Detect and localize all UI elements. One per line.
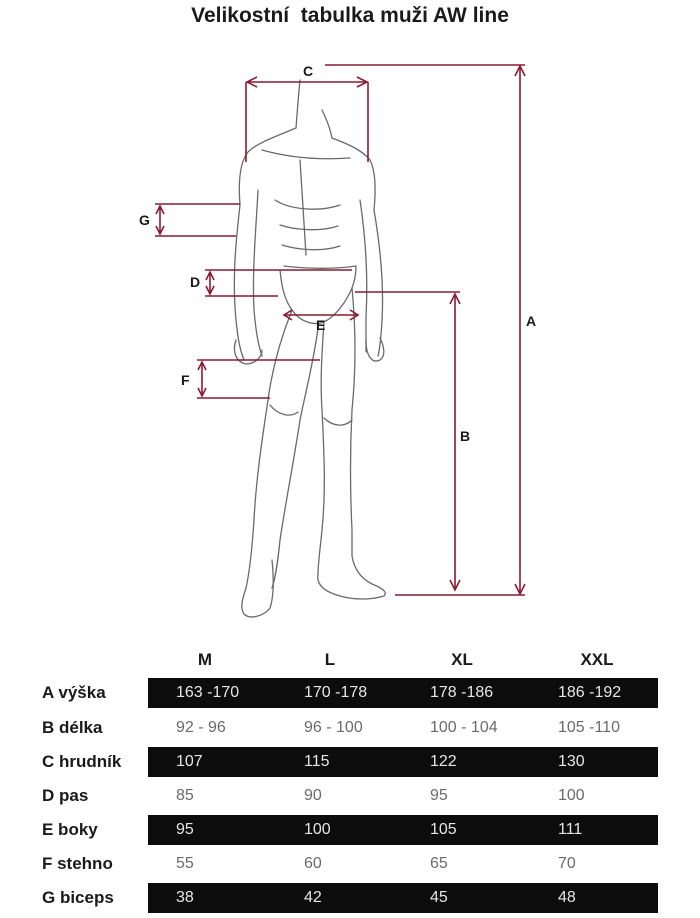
table-cell: 92 - 96 [176, 719, 226, 736]
table-cell: 48 [558, 889, 576, 906]
table-cell: 85 [176, 787, 194, 804]
table-row-pas: D pas 85 90 95 100 [0, 781, 700, 811]
size-header-l: L [324, 650, 336, 669]
table-cell: 55 [176, 855, 194, 872]
label-g: G [139, 212, 150, 228]
body-measurement-diagram: A B C D E F G [139, 63, 536, 618]
table-cell: 95 [176, 821, 194, 838]
table-cell: 178 -186 [430, 684, 494, 701]
row-label: D pas [42, 786, 89, 805]
table-cell: 130 [558, 753, 585, 770]
label-b: B [460, 428, 470, 444]
row-label: C hrudník [42, 752, 122, 771]
size-header-m: M [197, 650, 213, 669]
table-row-delka: B délka 92 - 96 96 - 100 100 - 104 105 -… [0, 713, 700, 743]
label-f: F [181, 372, 190, 388]
table-row-biceps: G biceps 38 42 45 48 [0, 883, 700, 913]
table-cell: 163 -170 [176, 684, 240, 701]
table-cell: 45 [430, 889, 448, 906]
label-a: A [526, 313, 536, 329]
measurement-lines [155, 64, 526, 596]
row-label: F stehno [42, 854, 113, 873]
row-label: A výška [42, 683, 106, 702]
table-cell: 38 [176, 889, 194, 906]
table-row-boky: E boky 95 100 105 111 [0, 815, 700, 845]
row-label: G biceps [42, 888, 114, 907]
table-cell: 60 [304, 855, 322, 872]
label-e: E [316, 317, 325, 333]
male-figure-illustration [233, 79, 386, 618]
page-title: Velikostní tabulka muži AW line [191, 4, 509, 27]
table-cell: 95 [430, 787, 448, 804]
row-label: B délka [42, 718, 103, 737]
table-cell: 70 [558, 855, 576, 872]
table-cell: 90 [304, 787, 322, 804]
table-cell: 100 [304, 821, 331, 838]
table-cell: 100 - 104 [430, 719, 498, 736]
table-cell: 107 [176, 753, 203, 770]
table-cell: 105 -110 [558, 719, 620, 736]
table-row-vyska: A výška 163 -170 170 -178 178 -186 186 -… [0, 678, 700, 708]
table-cell: 111 [558, 821, 583, 838]
label-c: C [303, 63, 313, 79]
table-row-hrudnik: C hrudník 107 115 122 130 [0, 747, 700, 777]
table-cell: 115 [304, 753, 330, 770]
table-cell: 170 -178 [304, 684, 368, 701]
table-cell: 65 [430, 855, 448, 872]
table-cell: 42 [304, 889, 322, 906]
size-header-xxl: XXL [580, 650, 614, 669]
table-cell: 105 [430, 821, 457, 838]
size-header-xl: XL [451, 650, 473, 669]
row-label: E boky [42, 820, 98, 839]
table-cell: 96 - 100 [304, 719, 363, 736]
table-cell: 122 [430, 753, 457, 770]
table-cell: 186 -192 [558, 684, 622, 701]
label-d: D [190, 274, 200, 290]
table-row-stehno: F stehno 55 60 65 70 [0, 849, 700, 879]
table-cell: 100 [558, 787, 585, 804]
